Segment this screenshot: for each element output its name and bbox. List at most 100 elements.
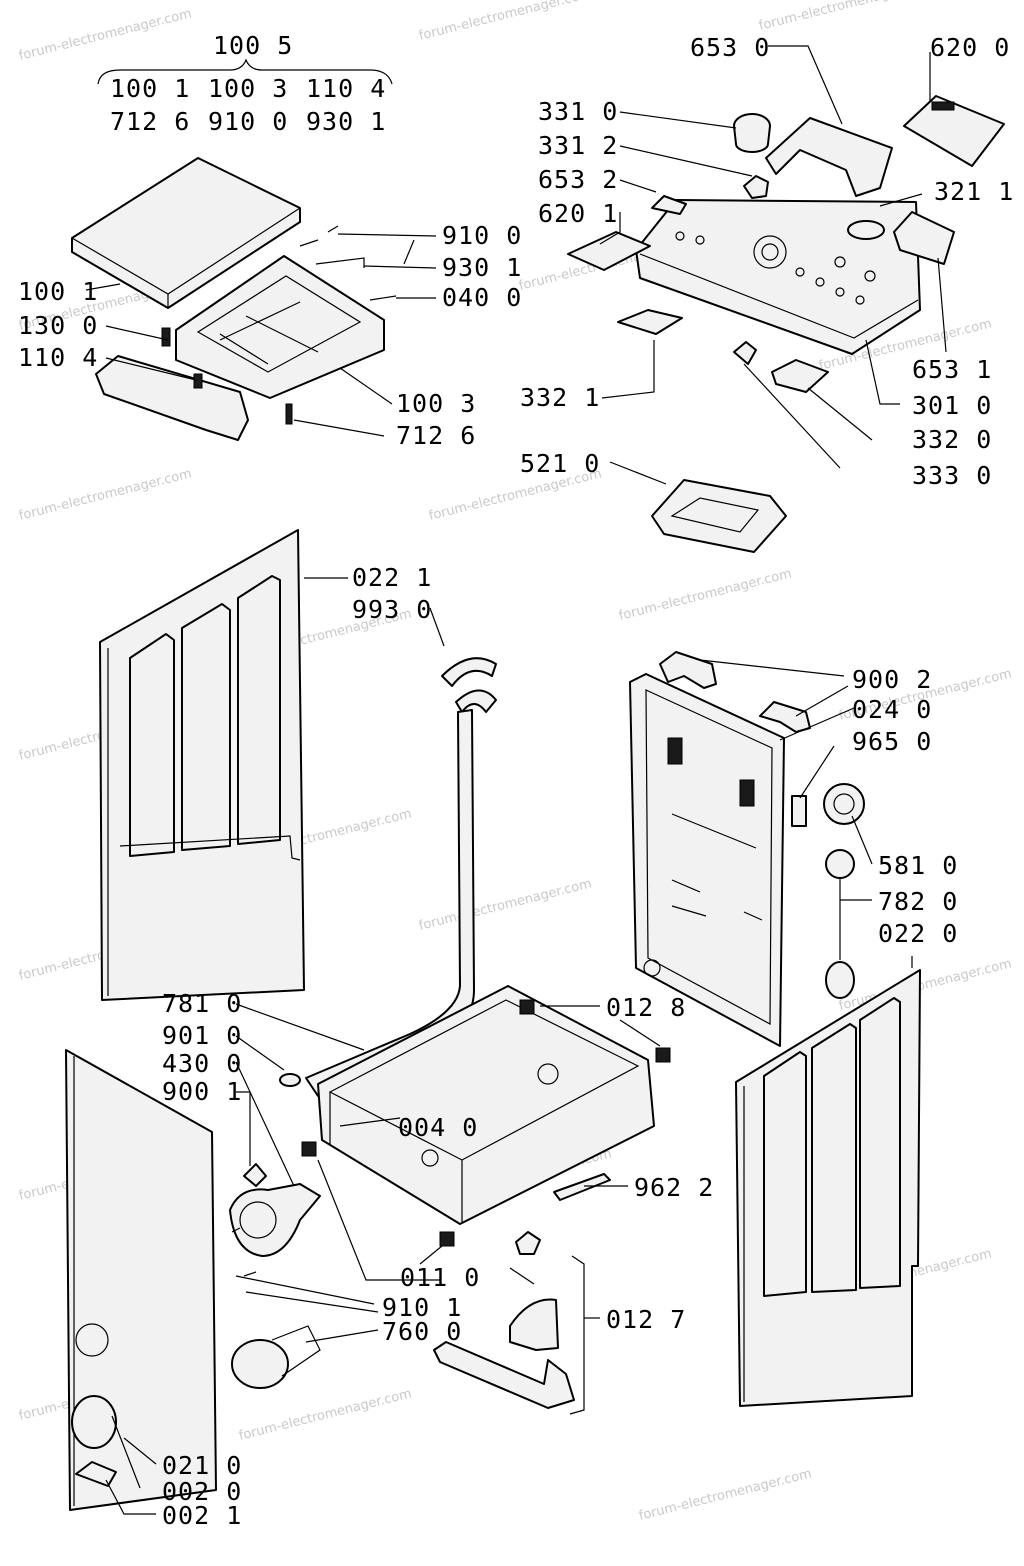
kit-cup-part bbox=[509, 1298, 559, 1351]
panel-leaders bbox=[599, 45, 947, 485]
part-label: 110 4 bbox=[18, 343, 98, 372]
part-label: 782 0 bbox=[878, 887, 958, 916]
foot-part bbox=[519, 999, 535, 1015]
lower-bracket-part bbox=[617, 309, 683, 335]
header-row2-item: 712 6 bbox=[110, 107, 190, 136]
control-panel-assembly bbox=[567, 95, 1005, 553]
part-label: 321 1 bbox=[934, 177, 1014, 206]
knob-insert-part bbox=[743, 175, 769, 199]
part-label: 002 1 bbox=[162, 1501, 242, 1530]
knob-part bbox=[733, 113, 771, 153]
part-label: 011 0 bbox=[400, 1263, 480, 1292]
part-label: 521 0 bbox=[520, 449, 600, 478]
part-label: 712 6 bbox=[396, 421, 476, 450]
lower-housing-part bbox=[651, 479, 787, 553]
watermark: forum-electromenager.com bbox=[417, 0, 593, 44]
front-panel-part bbox=[95, 355, 249, 441]
part-label: 653 1 bbox=[912, 355, 992, 384]
lid-hinge-kit bbox=[433, 1231, 575, 1409]
part-label: 760 0 bbox=[382, 1317, 462, 1346]
clip-part bbox=[193, 373, 203, 389]
part-label: 333 0 bbox=[912, 461, 992, 490]
small-bracket-part bbox=[651, 195, 687, 215]
bottom-leaders bbox=[105, 1003, 661, 1515]
header-row2-item: 910 0 bbox=[208, 107, 288, 136]
part-label: 962 2 bbox=[634, 1173, 714, 1202]
base-frame-assembly bbox=[279, 985, 671, 1247]
front-panel-assembly bbox=[65, 1049, 217, 1511]
header-group-title: 100 5 bbox=[213, 31, 293, 60]
watermark: forum-electromenager.com bbox=[757, 0, 933, 34]
part-label: 581 0 bbox=[878, 851, 958, 880]
kit-arm-part bbox=[433, 1341, 575, 1409]
top-frame-part bbox=[175, 255, 385, 399]
pump-body-part bbox=[229, 1183, 321, 1257]
watermark: forum-electromenager.com bbox=[637, 1466, 813, 1523]
part-label: 040 0 bbox=[442, 283, 522, 312]
part-label: 100 1 bbox=[18, 277, 98, 306]
latch-part bbox=[285, 403, 293, 425]
watermark: forum-electromenager.com bbox=[17, 466, 193, 523]
filter-opening bbox=[75, 1323, 109, 1357]
part-label: 965 0 bbox=[852, 727, 932, 756]
part-label: 901 0 bbox=[162, 1021, 242, 1050]
foot-part bbox=[439, 1231, 455, 1247]
part-label: 022 0 bbox=[878, 919, 958, 948]
left-side-panel-assembly bbox=[99, 529, 305, 1001]
hose-clip-part bbox=[455, 689, 497, 713]
display-holder-part bbox=[765, 117, 893, 197]
part-label: 900 2 bbox=[852, 665, 932, 694]
pump-filter-part bbox=[231, 1339, 289, 1389]
float-ball-part bbox=[825, 849, 855, 879]
part-label: 024 0 bbox=[852, 695, 932, 724]
lid-leaders bbox=[85, 233, 437, 437]
switch-part bbox=[733, 341, 757, 365]
hinge-part bbox=[161, 327, 171, 347]
foot-part bbox=[301, 1141, 317, 1157]
grommet-part bbox=[279, 1073, 301, 1087]
part-label: 100 3 bbox=[396, 389, 476, 418]
part-label: 130 0 bbox=[18, 311, 98, 340]
watermark: forum-electromenager.com bbox=[17, 6, 193, 63]
part-label: 332 0 bbox=[912, 425, 992, 454]
header-row2-item: 930 1 bbox=[306, 107, 386, 136]
rear-panel-assembly bbox=[629, 651, 865, 1047]
front-panel-lower-part bbox=[65, 1049, 217, 1511]
part-label: 012 8 bbox=[606, 993, 686, 1022]
watermark: forum-electromenager.com bbox=[237, 1386, 413, 1443]
part-label: 781 0 bbox=[162, 989, 242, 1018]
kit-pin-part bbox=[509, 1267, 535, 1285]
part-label: 331 2 bbox=[538, 131, 618, 160]
part-label: 900 1 bbox=[162, 1077, 242, 1106]
base-frame-part bbox=[317, 985, 655, 1225]
kit-bracket-part bbox=[515, 1231, 541, 1255]
lid-assembly bbox=[71, 157, 397, 441]
header-row1-item: 110 4 bbox=[306, 74, 386, 103]
small-board-part bbox=[567, 231, 651, 271]
round-cover-part bbox=[71, 1395, 117, 1449]
part-label: 910 1 bbox=[382, 1293, 462, 1322]
part-label: 620 0 bbox=[930, 33, 1010, 62]
right-bracket-part bbox=[893, 211, 955, 265]
part-label: 004 0 bbox=[398, 1113, 478, 1142]
pump-clip-part bbox=[243, 1163, 267, 1187]
part-label: 653 0 bbox=[690, 33, 770, 62]
middle-left-leaders bbox=[304, 577, 445, 647]
side-clip-part bbox=[759, 701, 811, 733]
hose-clip-top-part bbox=[441, 657, 497, 687]
part-label: 012 7 bbox=[606, 1305, 686, 1334]
part-label: 930 1 bbox=[442, 253, 522, 282]
part-label: 022 1 bbox=[352, 563, 432, 592]
top-clip-part bbox=[659, 651, 717, 689]
watermark: forum-electromenager.com bbox=[617, 566, 793, 623]
header-row1-item: 100 1 bbox=[110, 74, 190, 103]
float-cap-part bbox=[825, 961, 855, 999]
connector-part bbox=[791, 795, 807, 827]
part-label: 910 0 bbox=[442, 221, 522, 250]
part-label: 002 0 bbox=[162, 1477, 242, 1506]
part-label: 021 0 bbox=[162, 1451, 242, 1480]
watermark: forum-electromenager.com bbox=[417, 876, 593, 933]
right-side-panel-assembly bbox=[735, 969, 921, 1407]
rear-leaders bbox=[699, 659, 913, 968]
